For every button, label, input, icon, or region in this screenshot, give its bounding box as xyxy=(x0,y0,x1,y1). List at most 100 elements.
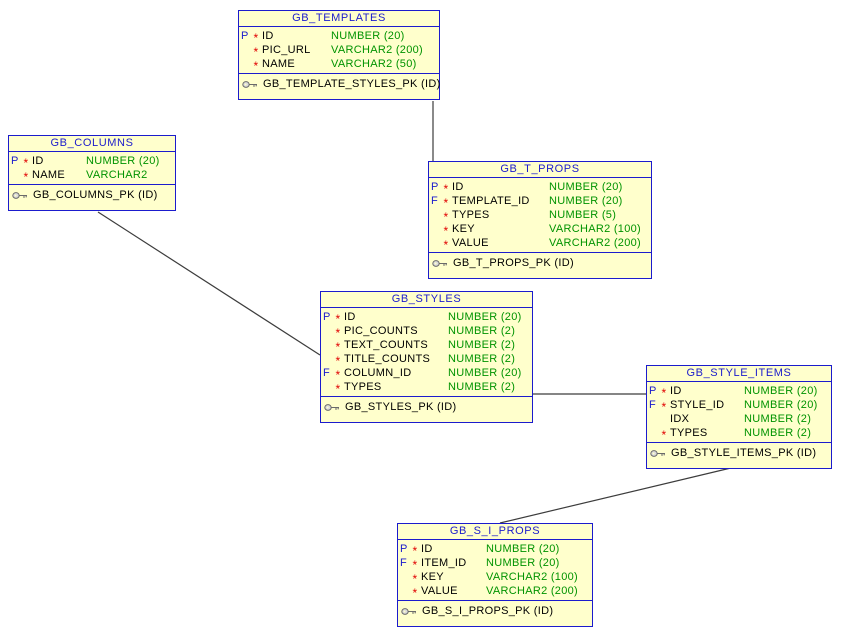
primary-key-section: GB_COLUMNS_PK (ID) xyxy=(9,184,175,210)
column-type: NUMBER (20) xyxy=(744,399,818,411)
required-mark: * xyxy=(335,325,341,340)
column-name: COLUMN_ID xyxy=(344,367,412,379)
column-type: VARCHAR2 (200) xyxy=(331,44,424,56)
entity-title: GB_S_I_PROPS xyxy=(398,524,592,540)
column-type: VARCHAR2 xyxy=(86,169,148,181)
column-type: NUMBER (20) xyxy=(549,195,623,207)
table-row: *TEXT_COUNTS NUMBER (2) xyxy=(321,338,532,354)
required-mark: * xyxy=(412,543,418,558)
fk-flag: F xyxy=(649,399,657,411)
required-mark xyxy=(658,418,670,421)
table-row: *NAME VARCHAR2 xyxy=(9,168,175,184)
column-type: NUMBER (20) xyxy=(331,30,405,42)
entity-title: GB_T_PROPS xyxy=(429,162,651,178)
key-icon xyxy=(242,80,258,89)
required-mark: * xyxy=(412,557,418,572)
column-type: VARCHAR2 (50) xyxy=(331,58,417,70)
column-name: ID xyxy=(262,30,274,42)
primary-key-section: GB_STYLES_PK (ID) xyxy=(321,396,532,422)
required-mark: * xyxy=(335,311,341,326)
column-type: NUMBER (2) xyxy=(448,339,516,351)
column-name: IDX xyxy=(670,413,690,425)
column-type: NUMBER (2) xyxy=(448,353,516,365)
column-type: NUMBER (20) xyxy=(744,385,818,397)
column-name: TITLE_COUNTS xyxy=(344,353,431,365)
primary-key-label: GB_TEMPLATE_STYLES_PK (ID) xyxy=(263,78,441,90)
pk-flag: P xyxy=(323,311,331,323)
entity-title: GB_TEMPLATES xyxy=(239,11,439,27)
column-name: STYLE_ID xyxy=(670,399,725,411)
column-type: NUMBER (20) xyxy=(448,311,522,323)
pk-flag: P xyxy=(11,155,19,167)
required-mark: * xyxy=(412,585,418,600)
column-name: TEMPLATE_ID xyxy=(452,195,530,207)
table-row: IDX NUMBER (2) xyxy=(647,412,831,426)
key-icon xyxy=(432,259,448,268)
table-row: *NAME VARCHAR2 (50) xyxy=(239,57,439,73)
column-name: NAME xyxy=(32,169,65,181)
primary-key-label: GB_STYLE_ITEMS_PK (ID) xyxy=(671,447,817,459)
required-mark: * xyxy=(253,30,259,45)
column-name: NAME xyxy=(262,58,295,70)
required-mark: * xyxy=(661,385,667,400)
key-icon xyxy=(650,449,666,458)
primary-key-label: GB_S_I_PROPS_PK (ID) xyxy=(422,605,554,617)
column-name: KEY xyxy=(452,223,475,235)
column-name: TYPES xyxy=(670,427,708,439)
primary-key-section: GB_TEMPLATE_STYLES_PK (ID) xyxy=(239,73,441,99)
column-type: NUMBER (20) xyxy=(448,367,522,379)
key-icon xyxy=(324,403,340,412)
required-mark: * xyxy=(253,58,259,73)
relationship-line-styleitems-siprops[interactable] xyxy=(499,466,736,524)
primary-key-label: GB_STYLES_PK (ID) xyxy=(345,401,457,413)
table-row: *VALUE VARCHAR2 (200) xyxy=(429,236,651,252)
required-mark: * xyxy=(443,209,449,224)
column-type: NUMBER (2) xyxy=(744,427,812,439)
column-name: VALUE xyxy=(421,585,458,597)
required-mark: * xyxy=(23,169,29,184)
column-name: VALUE xyxy=(452,237,489,249)
column-type: VARCHAR2 (200) xyxy=(549,237,642,249)
required-mark: * xyxy=(335,381,341,396)
required-mark: * xyxy=(443,237,449,252)
key-icon xyxy=(12,191,28,200)
required-mark: * xyxy=(443,223,449,238)
fk-flag: F xyxy=(323,367,331,379)
required-mark: * xyxy=(443,195,449,210)
required-mark: * xyxy=(335,367,341,382)
column-type: NUMBER (5) xyxy=(549,209,617,221)
entity-title: GB_STYLE_ITEMS xyxy=(647,366,831,382)
relationship-line-columns-styles[interactable] xyxy=(97,211,321,356)
pk-flag: P xyxy=(649,385,657,397)
column-type: NUMBER (2) xyxy=(744,413,812,425)
required-mark: * xyxy=(335,339,341,354)
entity-title: GB_STYLES xyxy=(321,292,532,308)
column-type: NUMBER (20) xyxy=(86,155,160,167)
column-name: ID xyxy=(670,385,682,397)
table-row: F *COLUMN_ID NUMBER (20) xyxy=(321,366,532,382)
column-name: TEXT_COUNTS xyxy=(344,339,428,351)
required-mark: * xyxy=(661,427,667,442)
column-name: KEY xyxy=(421,571,444,583)
required-mark: * xyxy=(412,571,418,586)
